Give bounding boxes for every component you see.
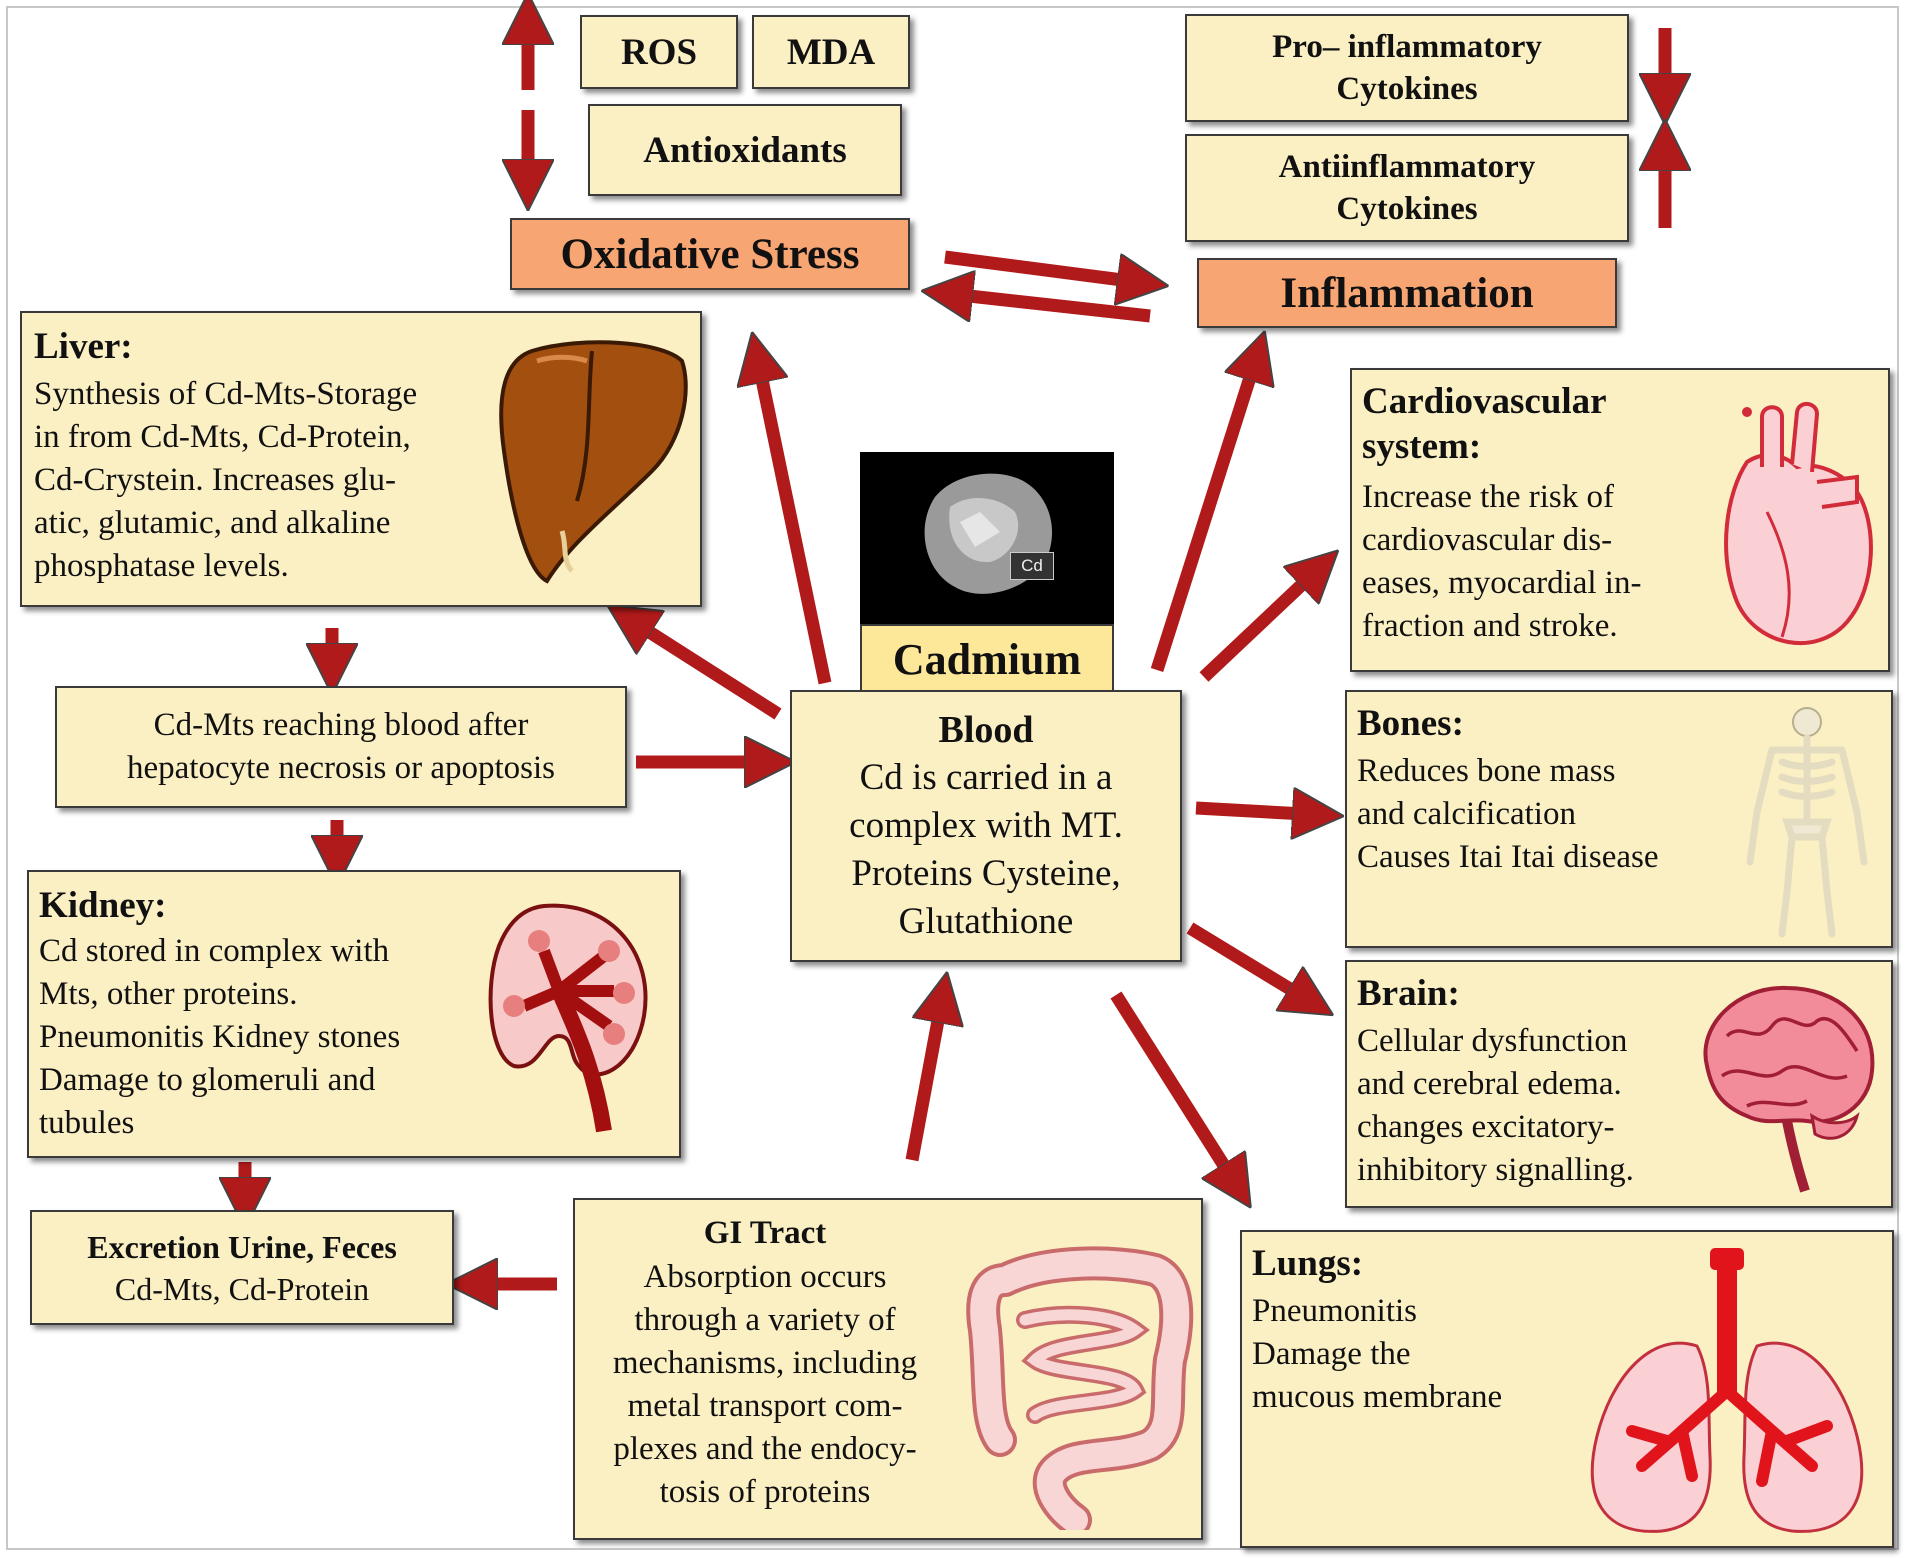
cardio-line-1: Increase the risk of: [1362, 479, 1614, 515]
excretion-sub: Cd-Mts, Cd-Protein: [114, 1270, 370, 1307]
gi-line-2: through a variety of: [634, 1302, 896, 1338]
gi-line-5: plexes and the endocy-: [613, 1431, 917, 1467]
kidney-line-3: Pneumonitis Kidney stones: [39, 1019, 401, 1055]
liver-line-1: Synthesis of Cd-Mts-Storage: [34, 376, 418, 412]
pro-inflammatory-line2: Cytokines: [1336, 71, 1478, 107]
blood-line-3: Proteins Cysteine,: [851, 853, 1121, 894]
cardio-line-3: eases, myocardial in-: [1362, 565, 1642, 601]
antioxidants-box: Antioxidants: [588, 104, 902, 196]
oxidative-stress-label: Oxidative Stress: [560, 230, 860, 278]
blood-line-2: complex with MT.: [849, 805, 1123, 846]
blood-to-brain-arrow: [1186, 922, 1300, 995]
bones-line-3: Causes Itai Itai disease: [1357, 839, 1659, 875]
excretion-box: Excretion Urine, Feces Cd-Mts, Cd-Protei…: [30, 1210, 454, 1325]
kidney-icon: [488, 903, 648, 1133]
ros-box: ROS: [580, 15, 738, 89]
brain-title: Brain:: [1357, 973, 1460, 1014]
blood-to-inflammation-arrow: [1150, 368, 1253, 672]
cardio-title-1: Cardiovascular: [1362, 381, 1607, 422]
gi-line-4: metal transport com-: [627, 1388, 903, 1424]
lungs-box: Lungs: Pneumonitis Damage the mucous mem…: [1240, 1230, 1894, 1548]
skeleton-icon: [1746, 707, 1868, 938]
bones-title: Bones:: [1357, 703, 1464, 744]
brain-box: Brain: Cellular dysfunction and cerebral…: [1345, 960, 1893, 1208]
lungs-line-2: Damage the: [1252, 1336, 1411, 1372]
blood-to-lungs-arrow: [1110, 991, 1230, 1175]
liver-line-2: in from Cd-Mts, Cd-Protein,: [34, 419, 411, 455]
blood-to-bones-arrow: [1195, 808, 1305, 814]
heart-icon: [1724, 402, 1873, 645]
pro-inflammatory-box: Pro– inflammatory Cytokines: [1185, 14, 1629, 122]
mda-box: MDA: [752, 15, 910, 89]
bones-box: Bones: Reduces bone mass and calcificati…: [1345, 690, 1893, 948]
antioxidants-label: Antioxidants: [643, 129, 847, 171]
blood-to-liver-arrow: [640, 626, 782, 720]
intestine-icon: [966, 1246, 1194, 1530]
lungs-line-1: Pneumonitis: [1252, 1293, 1418, 1329]
inflammation-to-oxidative-arrow: [960, 295, 1151, 323]
cardio-title-2: system:: [1362, 426, 1482, 467]
cadmium-label: Cadmium: [892, 634, 1082, 684]
cardio-box: Cardiovascular system: Increase the risk…: [1350, 368, 1890, 672]
lungs-icon: [1590, 1248, 1864, 1533]
cardio-line-4: fraction and stroke.: [1362, 608, 1618, 644]
brain-line-4: inhibitory signalling.: [1357, 1152, 1634, 1188]
cardio-line-2: cardiovascular dis-: [1362, 522, 1613, 558]
kidney-line-1: Cd stored in complex with: [39, 933, 390, 969]
kidney-line-4: Damage to glomeruli and: [39, 1062, 376, 1098]
brain-icon: [1703, 985, 1875, 1193]
cdmts-line-1: Cd-Mts reaching blood after: [153, 707, 529, 743]
blood-to-cardio-arrow: [1199, 577, 1310, 682]
liver-title: Liver:: [34, 326, 133, 367]
liver-icon: [499, 340, 688, 584]
blood-line-1: Cd is carried in a: [859, 757, 1113, 798]
diagram-frame: [6, 6, 1899, 1550]
gi-line-1: Absorption occurs: [643, 1259, 887, 1295]
liver-box: Liver: Synthesis of Cd-Mts-Storage in fr…: [20, 311, 702, 607]
mda-label: MDA: [786, 31, 876, 73]
kidney-line-2: Mts, other proteins.: [39, 976, 298, 1012]
oxidative-stress-box: Oxidative Stress: [510, 218, 910, 290]
lungs-line-3: mucous membrane: [1252, 1379, 1503, 1415]
gi-line-6: tosis of proteins: [659, 1474, 871, 1510]
anti-inflammatory-line2: Cytokines: [1336, 191, 1478, 227]
cadmium-label-box: Cadmium: [860, 624, 1114, 694]
blood-box: Blood Cd is carried in a complex with MT…: [790, 690, 1182, 962]
inflammation-label: Inflammation: [1280, 269, 1534, 317]
cadmium-image: Cd: [860, 452, 1114, 624]
kidney-title: Kidney:: [39, 885, 167, 926]
cadmium-rock-icon: [924, 473, 1053, 594]
kidney-line-5: tubules: [39, 1105, 135, 1141]
blood-title: Blood: [938, 709, 1034, 751]
gi-tract-box: GI Tract Absorption occurs through a var…: [573, 1198, 1203, 1540]
anti-inflammatory-line1: Antiinflammatory: [1278, 149, 1536, 185]
blood-to-oxidative-arrow: [760, 370, 832, 685]
ros-label: ROS: [620, 31, 698, 73]
liver-line-5: phosphatase levels.: [34, 548, 289, 584]
liver-line-3: Cd-Crystein. Increases glu-: [34, 462, 396, 498]
gi-title: GI Tract: [703, 1215, 827, 1251]
pro-inflammatory-line1: Pro– inflammatory: [1272, 29, 1542, 65]
cdmts-box: Cd-Mts reaching blood after hepatocyte n…: [55, 686, 627, 808]
bones-line-2: and calcification: [1357, 796, 1576, 832]
cdmts-line-2: hepatocyte necrosis or apoptosis: [127, 750, 555, 786]
anti-inflammatory-box: Antiinflammatory Cytokines: [1185, 134, 1629, 242]
gi-to-blood-arrow: [905, 1010, 940, 1162]
liver-line-4: atic, glutamic, and alkaline: [34, 505, 391, 541]
oxidative-to-inflammation-arrow: [944, 250, 1130, 281]
inflammation-box: Inflammation: [1197, 258, 1617, 328]
kidney-box: Kidney: Cd stored in complex with Mts, o…: [27, 870, 681, 1158]
brain-line-3: changes excitatory-: [1357, 1109, 1615, 1145]
bones-line-1: Reduces bone mass: [1357, 753, 1616, 789]
brain-line-1: Cellular dysfunction: [1357, 1023, 1628, 1059]
gi-line-3: mechanisms, including: [612, 1345, 918, 1381]
blood-line-4: Glutathione: [898, 901, 1074, 942]
excretion-title: Excretion Urine, Feces: [87, 1228, 397, 1265]
cadmium-badge: Cd: [1010, 552, 1054, 580]
brain-line-2: and cerebral edema.: [1357, 1066, 1622, 1102]
lungs-title: Lungs:: [1252, 1243, 1364, 1284]
